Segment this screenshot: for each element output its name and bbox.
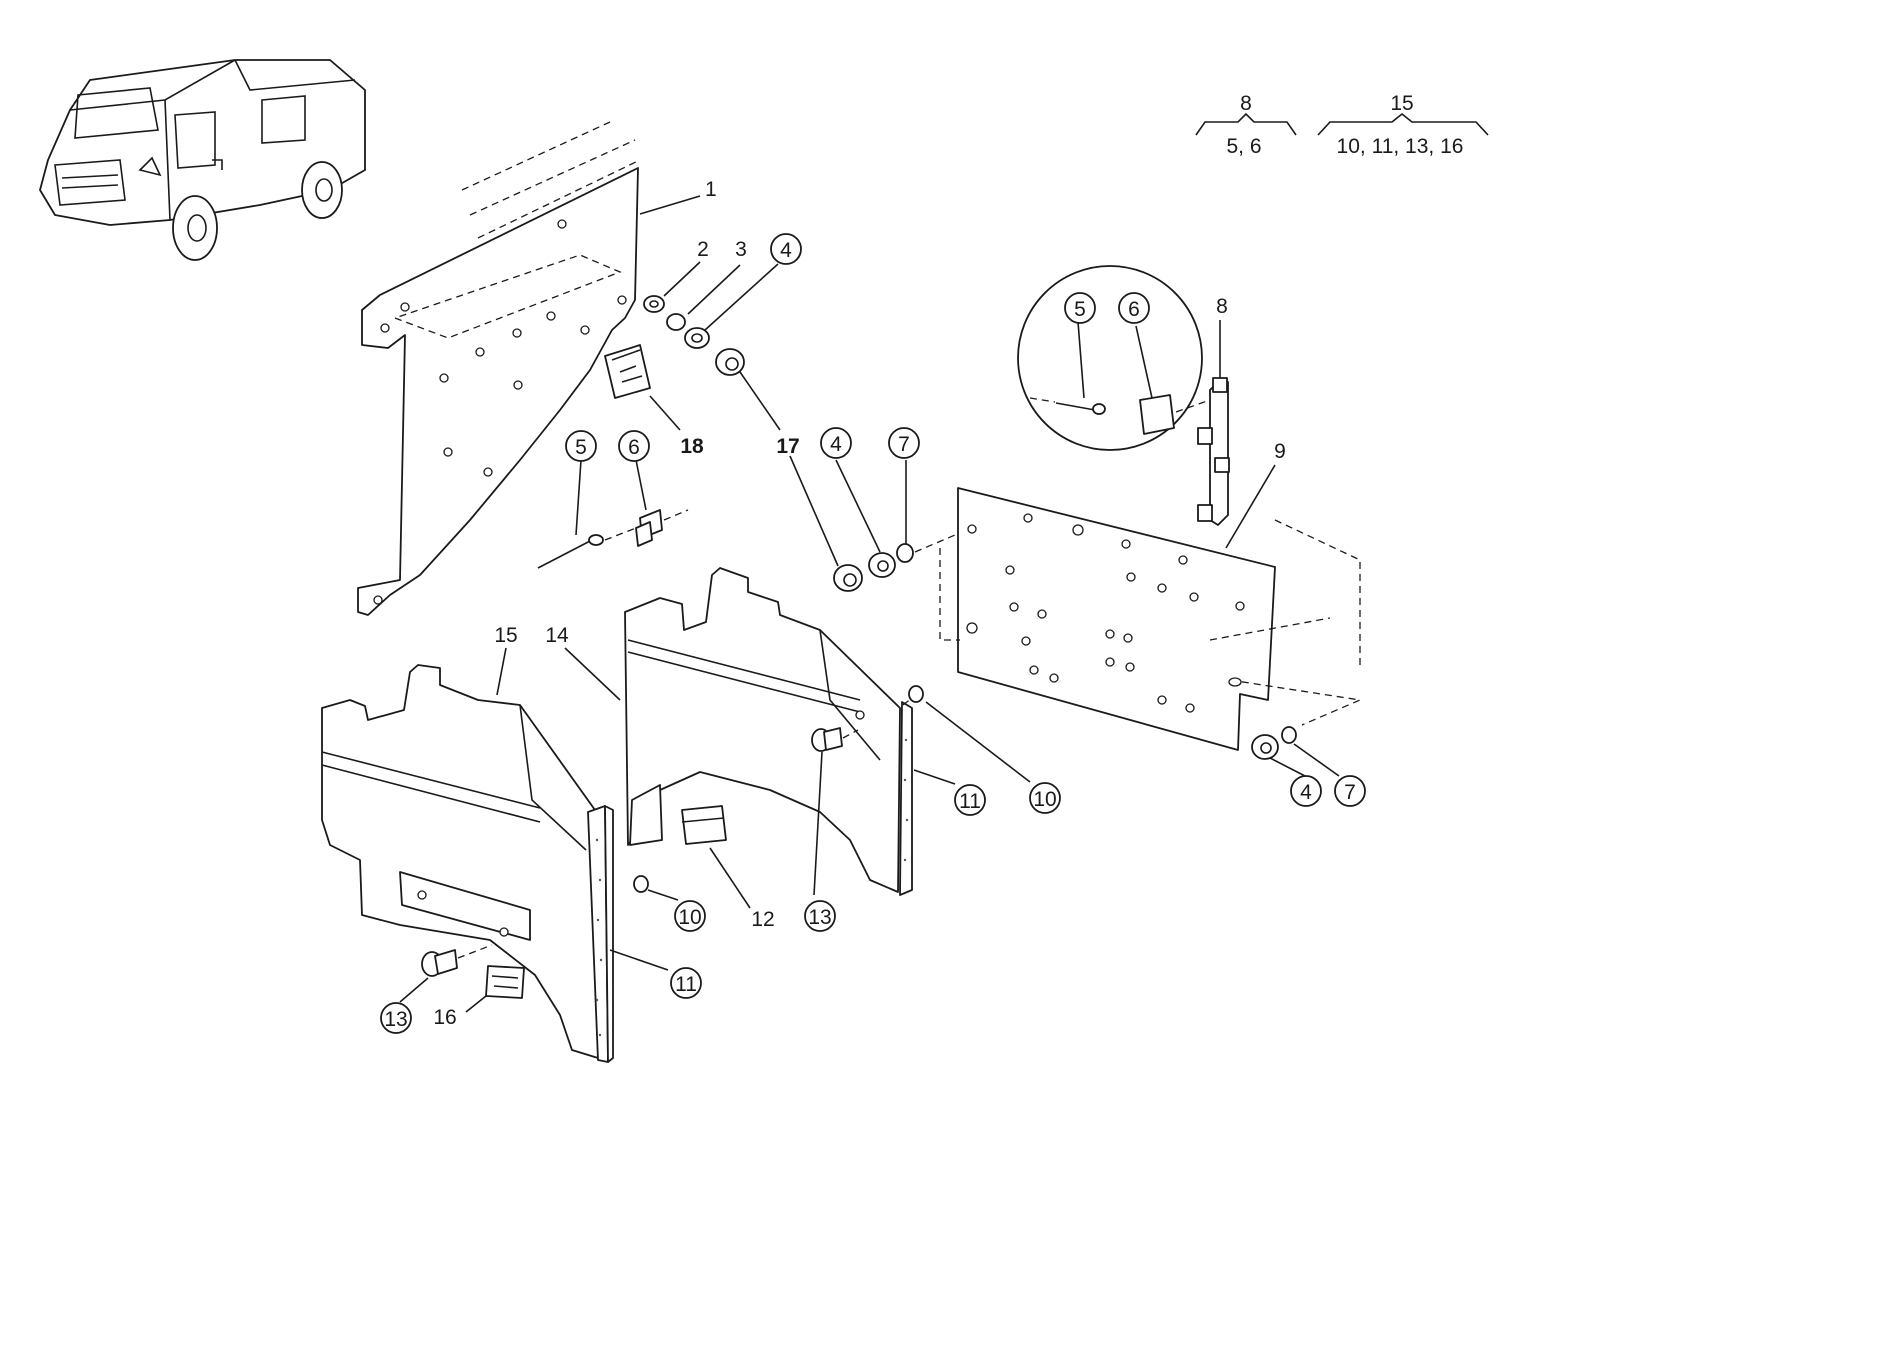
panel-1	[357, 167, 639, 616]
callout-10a: 10	[1033, 788, 1056, 811]
pad-18	[604, 344, 651, 399]
callout-4: 4	[780, 239, 792, 262]
guide-lines	[461, 121, 641, 239]
callout-7-circle	[888, 427, 920, 459]
vehicle-thumbnail	[39, 59, 366, 261]
callout-7: 7	[898, 433, 910, 456]
callout-4b: 4	[830, 433, 842, 456]
callout-6b: 6	[1128, 298, 1140, 321]
hardware-13-16-left	[421, 944, 525, 999]
callout-5-circle	[565, 430, 597, 462]
leader-lines	[399, 195, 1340, 1013]
callout-8: 8	[1216, 295, 1228, 318]
callout-18: 18	[680, 435, 704, 458]
callout-11a-circle	[954, 784, 986, 816]
callout-5b-circle	[1064, 292, 1096, 324]
hardware-2-3-4-17	[643, 295, 956, 592]
callout-10b-circle	[674, 900, 706, 932]
callout-7b: 7	[1344, 781, 1356, 804]
foam-texture	[595, 738, 909, 1037]
callout-10b: 10	[678, 906, 701, 929]
legend-b-parent: 15	[1390, 92, 1413, 115]
hardware-4-7-right	[1251, 726, 1297, 760]
callout-13a-circle	[804, 900, 836, 932]
callout-4b-circle	[820, 427, 852, 459]
callout-11b: 11	[675, 973, 697, 996]
callout-11a: 11	[959, 790, 981, 813]
callout-5: 5	[575, 436, 587, 459]
legend-b-brace	[1317, 112, 1489, 136]
callout-13b: 13	[384, 1008, 407, 1031]
callout-6-circle	[618, 430, 650, 462]
panel-15	[321, 664, 614, 1063]
callout-2: 2	[697, 238, 709, 261]
legend-b-children: 10, 11, 13, 16	[1337, 135, 1464, 158]
callout-4c: 4	[1300, 781, 1312, 804]
callout-11b-circle	[670, 967, 702, 999]
legend-a-brace	[1195, 112, 1297, 136]
legend-a-children: 5, 6	[1226, 135, 1261, 158]
callout-7b-circle	[1334, 775, 1366, 807]
callout-12: 12	[751, 908, 774, 931]
hardware-10-12-13-middle	[633, 685, 924, 893]
callout-4c-circle	[1290, 775, 1322, 807]
callout-9: 9	[1274, 440, 1286, 463]
legend-a-parent: 8	[1240, 92, 1252, 115]
callout-1: 1	[705, 178, 717, 201]
callout-3: 3	[735, 238, 747, 261]
callout-6: 6	[628, 436, 640, 459]
callout-15: 15	[494, 624, 517, 647]
screw-clip-5-6-left	[537, 509, 689, 569]
callout-14: 14	[545, 624, 569, 647]
detail-circle	[1017, 265, 1211, 451]
bracket-8	[1197, 377, 1230, 526]
callout-4-circle	[770, 233, 802, 265]
callout-13b-circle	[380, 1002, 412, 1034]
callout-10a-circle	[1029, 782, 1061, 814]
callout-16: 16	[433, 1006, 456, 1029]
callout-labels: 1 2 3 4 18 17 4 7 5 6 5 6 8 9 15 14 11 1…	[380, 178, 1366, 1034]
legend-group-b: 15 10, 11, 13, 16	[1317, 92, 1489, 158]
panel-14	[624, 567, 913, 896]
callout-13a: 13	[808, 906, 831, 929]
callout-5b: 5	[1074, 298, 1086, 321]
callout-6b-circle	[1118, 292, 1150, 324]
legend-group-a: 8 5, 6	[1195, 92, 1297, 158]
parts-diagram: 8 5, 6 15 10, 11, 13, 16	[39, 59, 1489, 1063]
panel-9	[939, 487, 1363, 751]
callout-17: 17	[776, 435, 799, 458]
